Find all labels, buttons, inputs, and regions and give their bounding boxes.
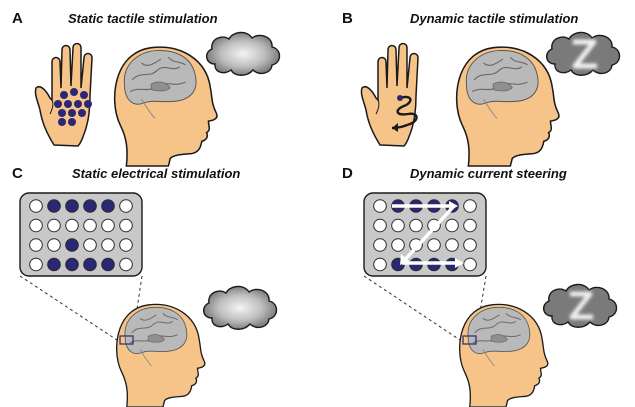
- panel-b-letter: B: [342, 10, 353, 27]
- electrode-inactive: [374, 200, 387, 213]
- panel-a-letter: A: [12, 10, 23, 27]
- panel-c-head-icon: [117, 304, 205, 407]
- electrode-active: [66, 258, 79, 271]
- tactile-dot: [58, 109, 66, 117]
- panel-a-title: Static tactile stimulation: [68, 11, 218, 26]
- panel-a-head-icon: [115, 47, 217, 166]
- electrode-inactive: [120, 258, 133, 271]
- electrode-inactive: [374, 258, 387, 271]
- electrode-inactive: [30, 239, 43, 252]
- electrode-inactive: [374, 239, 387, 252]
- electrode-inactive: [120, 200, 133, 213]
- electrode-inactive: [374, 219, 387, 232]
- electrode-inactive: [84, 239, 97, 252]
- panel-a-hand-icon: [35, 44, 92, 147]
- electrode-inactive: [464, 258, 477, 271]
- panel-d-title: Dynamic current steering: [410, 166, 567, 181]
- tactile-dot: [74, 100, 82, 108]
- panel-a-cloud-icon: [207, 32, 280, 75]
- electrode-inactive: [392, 239, 405, 252]
- electrode-inactive: [428, 239, 441, 252]
- electrode-active: [102, 200, 115, 213]
- tactile-dot: [68, 118, 76, 126]
- tactile-dot: [84, 100, 92, 108]
- electrode-inactive: [464, 219, 477, 232]
- electrode-inactive: [66, 219, 79, 232]
- electrode-inactive: [102, 239, 115, 252]
- electrode-inactive: [446, 219, 459, 232]
- panel-c-title: Static electrical stimulation: [72, 166, 240, 181]
- panel-d-head-icon: [460, 304, 548, 407]
- panel-d-letter: D: [342, 165, 353, 182]
- tactile-dot: [58, 118, 66, 126]
- tactile-dot: [68, 109, 76, 117]
- electrode-active: [84, 258, 97, 271]
- electrode-inactive: [30, 200, 43, 213]
- electrode-inactive: [30, 258, 43, 271]
- electrode-inactive: [120, 239, 133, 252]
- tactile-dot: [78, 109, 86, 117]
- electrode-inactive: [410, 219, 423, 232]
- electrode-active: [48, 258, 61, 271]
- electrode-inactive: [120, 219, 133, 232]
- electrode-inactive: [30, 219, 43, 232]
- panel-d-cloud-icon: [544, 284, 617, 327]
- electrode-active: [102, 258, 115, 271]
- tactile-dot: [54, 100, 62, 108]
- electrode-active: [48, 200, 61, 213]
- electrode-inactive: [48, 239, 61, 252]
- electrode-inactive: [84, 219, 97, 232]
- electrode-active: [84, 200, 97, 213]
- electrode-inactive: [48, 219, 61, 232]
- panel-b-title: Dynamic tactile stimulation: [410, 11, 578, 26]
- tactile-dot: [64, 100, 72, 108]
- panel-b-hand-icon: [361, 44, 418, 147]
- tactile-dot: [80, 91, 88, 99]
- panel-c-letter: C: [12, 165, 23, 182]
- panel-b-cloud-icon: [547, 32, 620, 75]
- tactile-dot: [60, 91, 68, 99]
- electrode-inactive: [102, 219, 115, 232]
- electrode-active: [66, 200, 79, 213]
- panel-c-cloud-icon: [204, 286, 277, 329]
- electrode-inactive: [446, 239, 459, 252]
- panel-b-head-icon: [457, 47, 559, 166]
- electrode-inactive: [464, 200, 477, 213]
- electrode-active: [66, 239, 79, 252]
- electrode-inactive: [464, 239, 477, 252]
- electrode-inactive: [392, 219, 405, 232]
- tactile-dot: [70, 88, 78, 96]
